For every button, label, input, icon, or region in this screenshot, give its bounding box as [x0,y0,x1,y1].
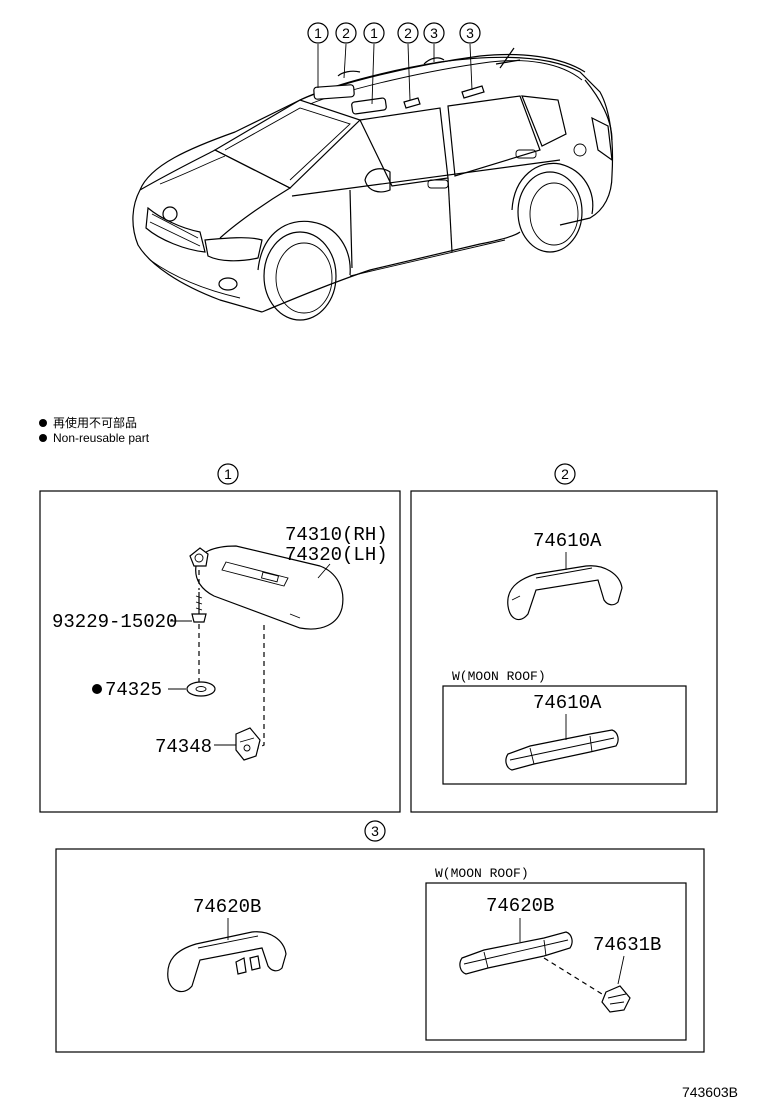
legend: 再使用不可部品 Non-reusable part [39,415,150,445]
part-number-washer: 74325 [105,679,162,701]
part-number-visor-holder: 74348 [155,736,212,758]
sun-visor-panel [39,490,401,813]
bullet-icon [39,419,47,427]
legend-en: Non-reusable part [53,431,150,445]
moon-roof-label-front: W(MOON ROOF) [452,669,546,684]
callout-2-section: 2 [554,463,576,485]
front-grip-moonroof-panel [442,685,687,785]
non-reusable-bullet-icon [92,684,102,694]
part-number-rear-grip-moonroof: 74620B [486,895,554,917]
legend-jp: 再使用不可部品 [53,415,137,430]
sun-visor-part [189,545,344,630]
callout-3-rear-right: 3 [459,22,481,44]
part-number-front-grip: 74610A [533,530,602,552]
svg-text:2: 2 [561,466,569,482]
callout-2-side: 2 [397,22,419,44]
figure-id: 743603B [682,1084,738,1100]
vehicle-illustration [132,43,614,321]
callout-1-front-right: 1 [363,22,385,44]
washer-part [186,681,216,697]
rear-grip-moonroof-panel [425,882,687,1041]
callout-1-front-left: 1 [307,22,329,44]
visor-holder-part [235,727,261,761]
part-number-visor-lh: 74320(LH) [285,544,388,566]
svg-text:3: 3 [430,25,438,41]
callout-1-section: 1 [217,463,239,485]
part-number-grip-clip: 74631B [593,934,661,956]
front-grip-panel [410,490,718,813]
grip-clip-part [601,985,631,1013]
callout-3-section: 3 [364,820,386,842]
rear-assist-grip-part [167,931,287,993]
callout-3-rear-left: 3 [423,22,445,44]
screw-part [191,592,207,623]
part-number-visor-rh: 74310(RH) [285,524,388,546]
front-assist-grip-moonroof-part [505,729,619,771]
svg-text:2: 2 [404,25,412,41]
svg-text:3: 3 [371,823,379,839]
bullet-icon [39,434,47,442]
moon-roof-label-rear: W(MOON ROOF) [435,866,529,881]
callout-2-front: 2 [335,22,357,44]
front-assist-grip-part [507,565,623,621]
svg-text:1: 1 [314,25,322,41]
rear-grip-panel [55,848,705,1053]
part-number-front-grip-moonroof: 74610A [533,692,602,714]
svg-text:1: 1 [370,25,378,41]
svg-text:2: 2 [342,25,350,41]
part-number-rear-grip: 74620B [193,896,261,918]
svg-text:3: 3 [466,25,474,41]
svg-text:1: 1 [224,466,232,482]
rear-assist-grip-moonroof-part [459,931,573,975]
part-number-screw: 93229-15020 [52,611,177,633]
